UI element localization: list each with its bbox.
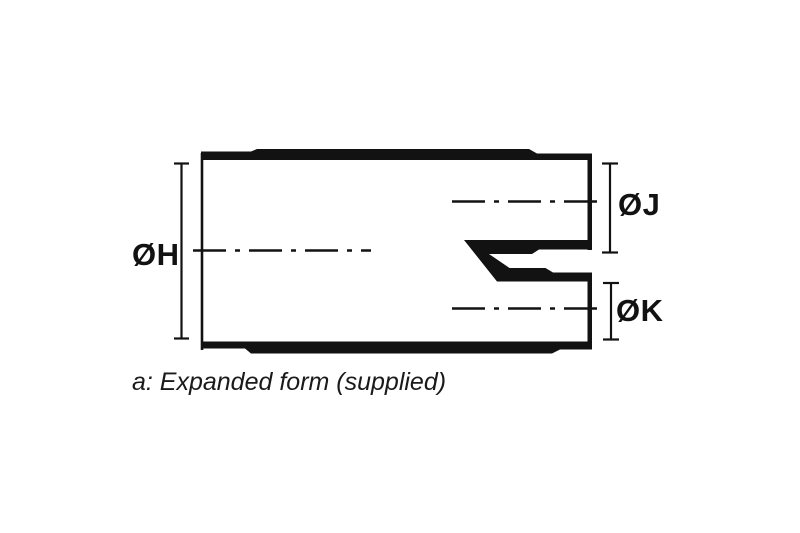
lower-outlet-right-edge bbox=[587, 272, 592, 350]
dimension-line-j bbox=[602, 162, 618, 254]
dimension-line-k bbox=[603, 281, 619, 341]
dimension-label-h: ØH bbox=[132, 237, 180, 272]
dimension-label-k: ØK bbox=[616, 293, 664, 328]
outlet-notch-wall bbox=[464, 240, 592, 282]
dimension-line-h bbox=[174, 162, 189, 340]
dimension-label-j: ØJ bbox=[618, 187, 661, 222]
body-bottom-wall bbox=[201, 341, 592, 354]
body-top-wall bbox=[201, 149, 592, 160]
figure-caption: a: Expanded form (supplied) bbox=[132, 368, 447, 396]
